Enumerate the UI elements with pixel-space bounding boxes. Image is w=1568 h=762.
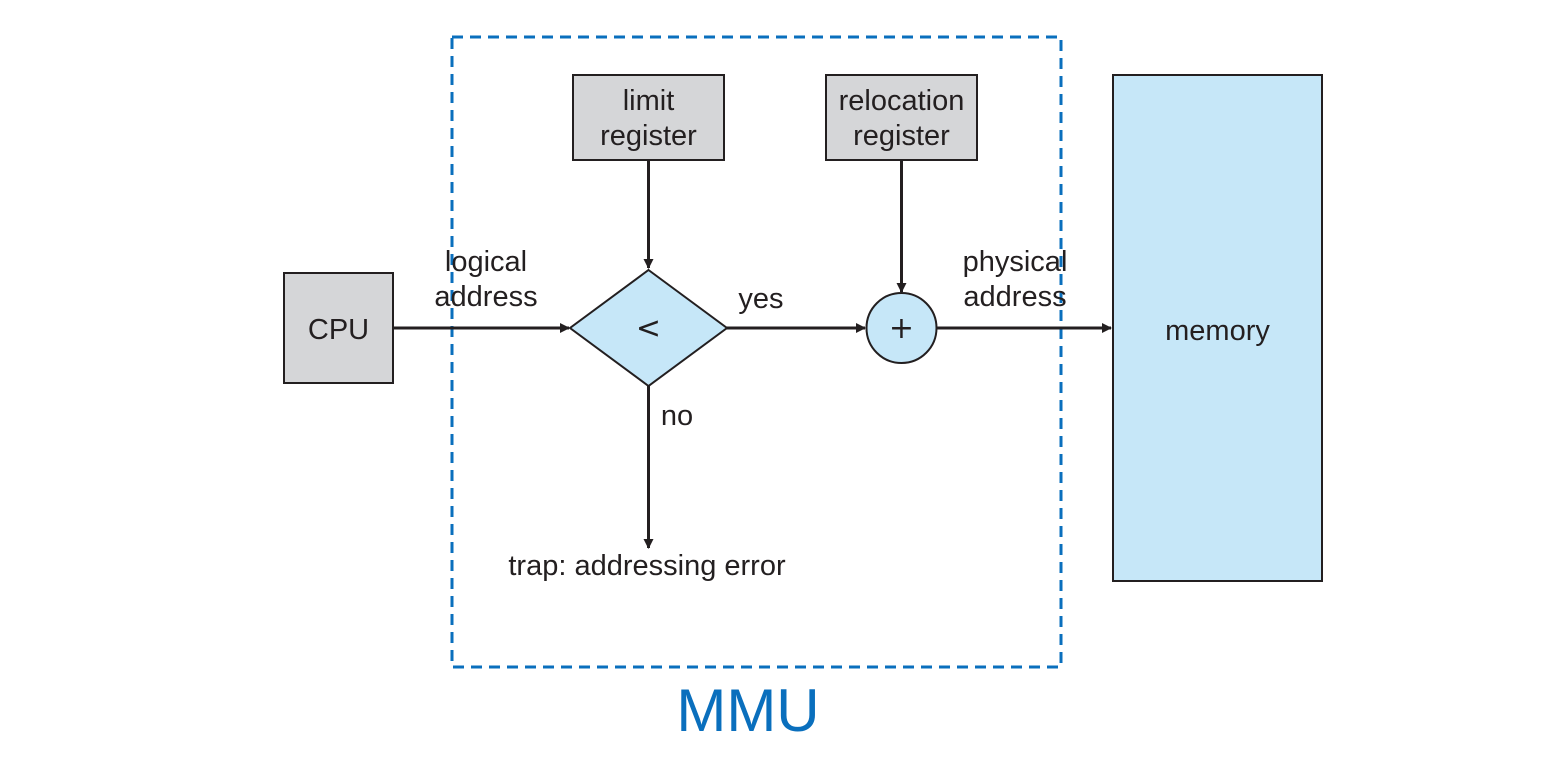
- adder-circle: +: [865, 292, 938, 364]
- mmu-boundary: [450, 35, 1063, 669]
- cpu-label: CPU: [308, 314, 369, 346]
- trap-label: trap: addressing error: [508, 550, 786, 582]
- logical-address-label-line2: address: [434, 281, 537, 313]
- limit-register-box: limit register: [572, 74, 725, 161]
- no-label: no: [661, 400, 693, 432]
- limit-register-label-line2: register: [600, 120, 697, 152]
- comparator-diamond: <: [568, 268, 729, 388]
- cpu-box: CPU: [283, 272, 394, 384]
- physical-address-label-line2: address: [963, 281, 1066, 313]
- relocation-register-box: relocation register: [825, 74, 978, 161]
- relocation-register-label-line1: relocation: [839, 85, 965, 117]
- memory-label: memory: [1165, 315, 1270, 347]
- physical-address-label-line1: physical: [963, 246, 1068, 278]
- logical-address-label-line1: logical: [445, 246, 527, 278]
- less-than-symbol: <: [636, 311, 661, 346]
- memory-box: memory: [1112, 74, 1323, 582]
- yes-label: yes: [738, 283, 783, 315]
- plus-symbol: +: [889, 311, 914, 346]
- mmu-label: MMU: [676, 677, 819, 744]
- relocation-register-label-line2: register: [853, 120, 950, 152]
- limit-register-label-line1: limit: [623, 85, 675, 117]
